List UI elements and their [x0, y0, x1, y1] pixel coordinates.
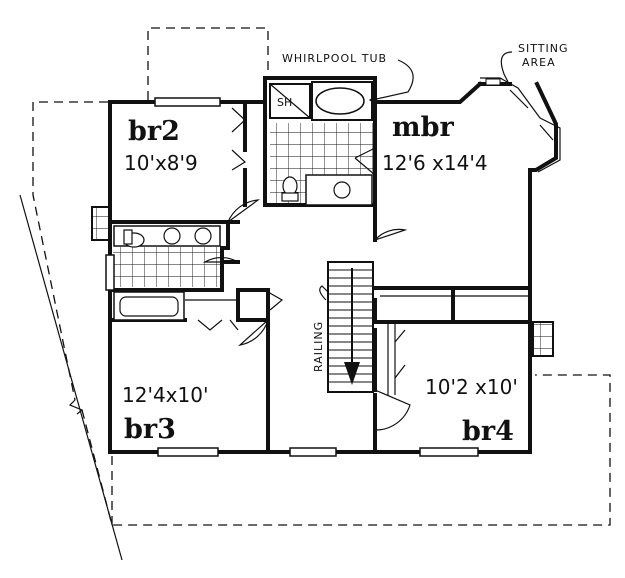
shower-label: SH	[277, 96, 292, 109]
room-name-br2: br2	[128, 116, 180, 147]
doors	[202, 147, 411, 431]
room-dim-br2: 10'x8'9	[124, 151, 198, 175]
room-name-br3: br3	[124, 414, 176, 445]
room-name-mbr: mbr	[392, 112, 454, 143]
room-dim-br3: 12'4x10'	[122, 383, 208, 407]
sitting-area-label: SITTING	[518, 42, 568, 55]
closets	[185, 107, 530, 395]
sitting-area-label-2: AREA	[522, 56, 556, 69]
staircase	[319, 261, 374, 393]
room-dim-mbr: 12'6 x14'4	[382, 151, 488, 175]
hall-bath-fixtures	[113, 225, 221, 321]
railing-label: RAILING	[312, 321, 325, 372]
chimney-left	[91, 206, 111, 241]
room-dim-br4: 10'2 x10'	[425, 375, 518, 399]
chimney-right	[532, 321, 554, 357]
callout-arrows	[368, 51, 513, 105]
dashed-roofline	[19, 27, 611, 561]
windows	[105, 97, 479, 457]
tiled-floors	[113, 123, 373, 287]
master-bath-fixtures	[269, 81, 373, 206]
whirlpool-tub-label: WHIRLPOOL TUB	[282, 52, 387, 65]
room-name-br4: br4	[462, 416, 514, 447]
bay-window	[480, 77, 561, 173]
